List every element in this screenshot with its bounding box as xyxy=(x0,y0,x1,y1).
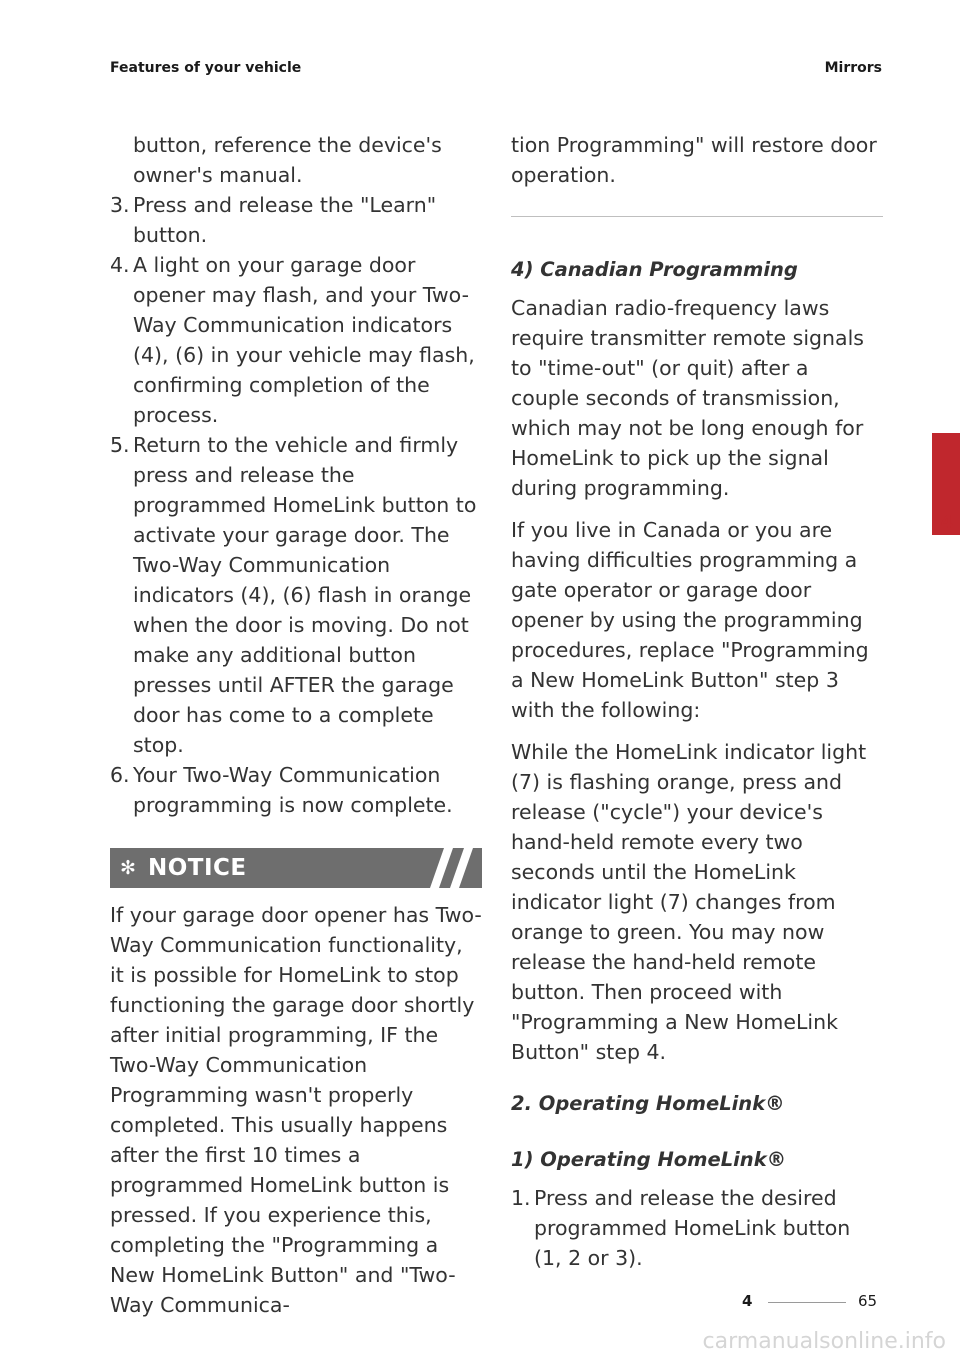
watermark: carmanualsonline.info xyxy=(702,1329,946,1354)
step-continuation: button, reference the device's owner's m… xyxy=(133,133,442,187)
step-number: 3. xyxy=(110,193,130,217)
diagonal-stripes-icon xyxy=(430,848,473,888)
footer-page-number: 65 xyxy=(858,1292,878,1310)
paragraph: While the HomeLink indicator light (7) i… xyxy=(511,740,867,1064)
programming-steps: 3.Press and release the "Learn" button. … xyxy=(110,190,482,820)
list-item: 6.Your Two-Way Communication programming… xyxy=(110,760,482,820)
operating-steps: 1.Press and release the desired programm… xyxy=(511,1183,883,1273)
step-number: 6. xyxy=(110,763,130,787)
step-number: 5. xyxy=(110,433,130,457)
section-heading-canadian-programming: 4) Canadian Programming xyxy=(511,258,798,281)
section-heading-operating-homelink: 2. Operating HomeLink® xyxy=(511,1092,785,1115)
footer-divider xyxy=(768,1302,846,1303)
list-item: 5.Return to the vehicle and firmly press… xyxy=(110,430,482,760)
subsection-heading-operating-homelink: 1) Operating HomeLink® xyxy=(511,1148,787,1171)
list-item: 1.Press and release the desired programm… xyxy=(511,1183,883,1273)
paragraph: If you live in Canada or you are having … xyxy=(511,518,869,722)
section-divider xyxy=(511,216,883,217)
step-text: A light on your garage door opener may f… xyxy=(133,253,475,427)
chapter-side-tab xyxy=(932,433,960,535)
chapter-side-number: 4 xyxy=(940,512,953,533)
paragraph: Canadian radio-frequency laws require tr… xyxy=(511,296,864,500)
step-text: Press and release the desired programmed… xyxy=(534,1186,851,1270)
left-column: button, reference the device's owner's m… xyxy=(110,130,482,1320)
list-item: 3.Press and release the "Learn" button. xyxy=(110,190,482,250)
list-item: 4.A light on your garage door opener may… xyxy=(110,250,482,430)
notice-body: If your garage door opener has Two-Way C… xyxy=(110,903,482,1317)
step-text: Your Two-Way Communication programming i… xyxy=(133,763,453,817)
running-header-topic: Mirrors xyxy=(824,60,882,76)
footer-chapter-number: 4 xyxy=(742,1292,753,1310)
running-header-section: Features of your vehicle xyxy=(110,60,302,76)
step-text: Return to the vehicle and firmly press a… xyxy=(133,433,477,757)
notice-continuation: tion Programming" will restore door oper… xyxy=(511,133,877,187)
step-number: 4. xyxy=(110,253,130,277)
right-column: tion Programming" will restore door oper… xyxy=(511,130,883,1273)
notice-title: NOTICE xyxy=(148,855,247,881)
notice-banner: ✻ NOTICE xyxy=(110,848,482,888)
step-number: 1. xyxy=(511,1186,531,1210)
asterisk-icon: ✻ xyxy=(120,857,136,879)
step-text: Press and release the "Learn" button. xyxy=(133,193,437,247)
